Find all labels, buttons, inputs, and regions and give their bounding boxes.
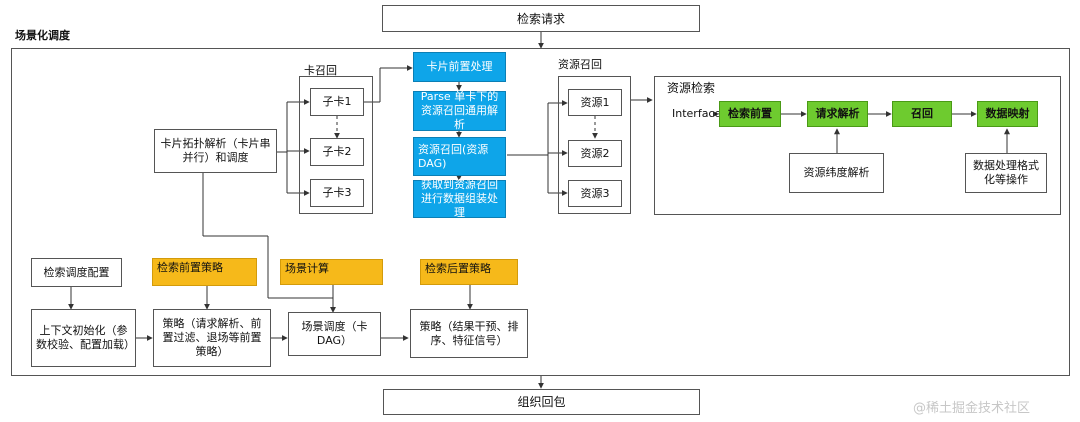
request-parse-box: 请求解析 xyxy=(807,101,868,127)
green-step-label: 检索前置 xyxy=(728,107,772,120)
pipeline-step-label: 卡片前置处理 xyxy=(426,60,493,73)
resource-label: 资源2 xyxy=(580,146,610,160)
resource-search-frame xyxy=(654,76,1061,215)
search-config-box: 检索调度配置 xyxy=(31,258,122,287)
card-topology-box: 卡片拓扑解析（卡片串并行）和调度 xyxy=(154,129,277,173)
green-step-label: 数据映射 xyxy=(985,107,1030,120)
resource-item: 资源1 xyxy=(568,89,622,116)
green-step-label: 请求解析 xyxy=(815,107,860,120)
pre-strategy-box: 策略（请求解析、前置过滤、退场等前置策略） xyxy=(153,309,271,367)
pipeline-step-label: Parse 单卡下的资源召回通用解析 xyxy=(420,90,499,131)
resource-recall-title: 资源召回 xyxy=(558,58,602,71)
search-request-label: 检索请求 xyxy=(516,11,565,26)
data-mapping-box: 数据映射 xyxy=(977,101,1038,127)
card-item: 子卡3 xyxy=(310,179,364,207)
search-request-box: 检索请求 xyxy=(382,5,700,32)
pipeline-step-label: 获取到资源召回进行数据组装处理 xyxy=(421,178,498,219)
response-box: 组织回包 xyxy=(383,389,700,415)
card-recall-title: 卡召回 xyxy=(304,64,337,77)
card-item: 子卡1 xyxy=(310,88,364,116)
pre-strategy-tag: 检索前置策略 xyxy=(152,258,257,286)
recall-box: 召回 xyxy=(892,101,952,127)
context-init-box: 上下文初始化（参数校验、配置加载） xyxy=(31,309,136,367)
data-format-box: 数据处理格式化等操作 xyxy=(965,153,1047,193)
context-init-label: 上下文初始化（参数校验、配置加载） xyxy=(36,324,135,351)
card-preprocess-box: 卡片前置处理 xyxy=(413,52,506,82)
resource-label: 资源3 xyxy=(580,186,610,200)
resource-recall-frame xyxy=(558,76,631,214)
post-strategy-box: 策略（结果干预、排序、特征信号） xyxy=(410,309,528,358)
post-strategy-label: 策略（结果干预、排序、特征信号） xyxy=(419,319,519,347)
dimension-parse-box: 资源纬度解析 xyxy=(789,153,884,193)
resource-dag-box: 资源召回(资源DAG) xyxy=(413,137,506,176)
data-format-label: 数据处理格式化等操作 xyxy=(973,159,1039,186)
resource-search-title: 资源检索 xyxy=(667,81,716,95)
green-step-label: 召回 xyxy=(911,107,933,120)
response-label: 组织回包 xyxy=(517,395,566,409)
pre-strategy-label: 策略（请求解析、前置过滤、退场等前置策略） xyxy=(162,317,262,358)
card-label: 子卡1 xyxy=(322,95,352,108)
card-label: 子卡2 xyxy=(322,145,352,158)
scene-calc-tag: 场景计算 xyxy=(280,259,383,285)
resource-item: 资源3 xyxy=(568,180,622,207)
search-pre-box: 检索前置 xyxy=(719,101,781,127)
card-item: 子卡2 xyxy=(310,138,364,166)
scene-dispatch-label: 场景调度（卡DAG） xyxy=(301,320,368,347)
pre-strategy-tag-label: 检索前置策略 xyxy=(157,261,223,274)
dimension-parse-label: 资源纬度解析 xyxy=(803,166,870,179)
post-strategy-tag: 检索后置策略 xyxy=(420,259,518,285)
parse-resource-box: Parse 单卡下的资源召回通用解析 xyxy=(413,90,506,131)
resource-label: 资源1 xyxy=(580,95,610,109)
card-topology-label: 卡片拓扑解析（卡片串并行）和调度 xyxy=(160,137,271,164)
data-assembly-box: 获取到资源召回进行数据组装处理 xyxy=(413,178,506,219)
card-recall-frame xyxy=(299,76,373,214)
scene-calc-tag-label: 场景计算 xyxy=(285,262,329,275)
diagram-title: 场景化调度 xyxy=(15,29,70,42)
post-strategy-tag-label: 检索后置策略 xyxy=(425,262,491,275)
resource-item: 资源2 xyxy=(568,140,622,167)
interface-label: Interface xyxy=(672,107,722,120)
scene-dispatch-frame xyxy=(11,48,1070,376)
search-config-label: 检索调度配置 xyxy=(43,265,110,279)
scene-dispatch-box: 场景调度（卡DAG） xyxy=(288,312,381,356)
watermark-text: @稀土掘金技术社区 xyxy=(913,401,1031,416)
card-label: 子卡3 xyxy=(322,186,352,199)
pipeline-step-label: 资源召回(资源DAG) xyxy=(418,142,489,170)
